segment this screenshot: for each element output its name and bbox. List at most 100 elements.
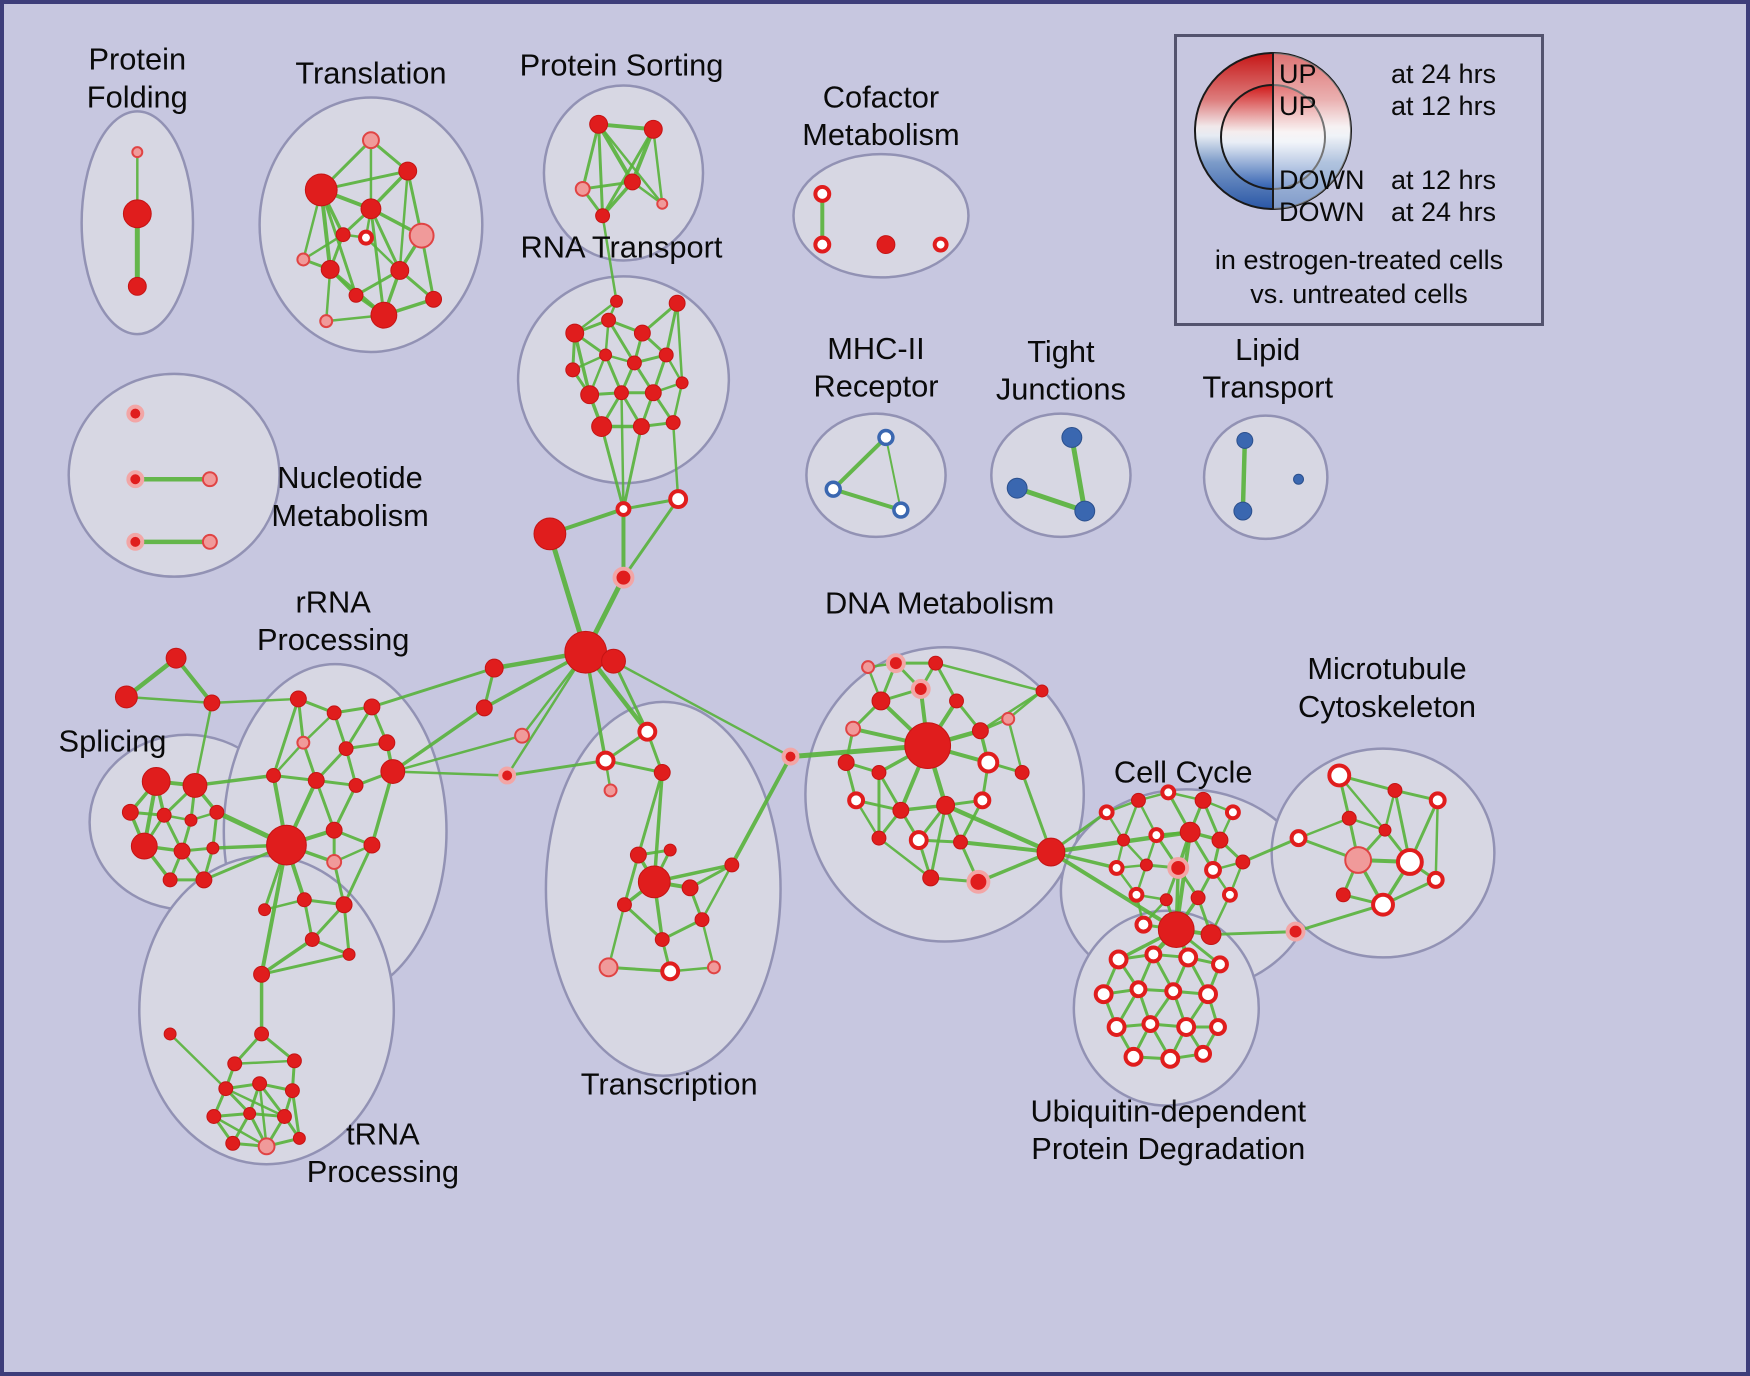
node-rr2[interactable] bbox=[363, 698, 381, 716]
node-ccb[interactable] bbox=[1036, 837, 1066, 867]
node-cc14[interactable] bbox=[1128, 886, 1145, 903]
node-cf2[interactable] bbox=[876, 235, 896, 255]
node-dm1[interactable] bbox=[910, 679, 931, 699]
node-tc2[interactable] bbox=[653, 764, 671, 781]
node-tn12[interactable] bbox=[257, 1137, 276, 1156]
node-rr5[interactable] bbox=[378, 734, 396, 752]
node-ub13[interactable] bbox=[1160, 1048, 1181, 1069]
node-hub2[interactable] bbox=[601, 648, 626, 674]
node-rt7[interactable] bbox=[658, 347, 674, 363]
node-hb1[interactable] bbox=[668, 489, 689, 510]
node-ps3[interactable] bbox=[623, 173, 641, 191]
node-dm5[interactable] bbox=[845, 720, 862, 737]
node-mc9[interactable] bbox=[1426, 870, 1445, 889]
node-mc10[interactable] bbox=[1289, 829, 1308, 848]
node-tn5[interactable] bbox=[218, 1081, 234, 1097]
node-cc11[interactable] bbox=[1167, 857, 1190, 879]
node-dm2[interactable] bbox=[949, 693, 964, 709]
node-pf0[interactable] bbox=[131, 146, 144, 159]
node-i0[interactable] bbox=[484, 658, 504, 678]
node-cc3[interactable] bbox=[1194, 791, 1212, 809]
node-dm10[interactable] bbox=[977, 751, 1000, 774]
node-tn8[interactable] bbox=[206, 1109, 222, 1124]
node-rr16[interactable] bbox=[304, 932, 320, 947]
node-ub5[interactable] bbox=[1129, 980, 1148, 999]
node-ub2[interactable] bbox=[1178, 947, 1199, 968]
node-dm15[interactable] bbox=[973, 791, 992, 810]
node-tc8[interactable] bbox=[681, 879, 699, 897]
node-mc2[interactable] bbox=[1428, 791, 1447, 810]
node-tj1[interactable] bbox=[1006, 477, 1028, 499]
node-tc6[interactable] bbox=[663, 843, 677, 857]
node-tj2[interactable] bbox=[1074, 500, 1096, 522]
node-tc1[interactable] bbox=[595, 750, 616, 771]
node-mc7[interactable] bbox=[1335, 887, 1351, 903]
node-rt4[interactable] bbox=[565, 362, 581, 378]
node-sp1[interactable] bbox=[182, 773, 208, 798]
node-ps0[interactable] bbox=[589, 114, 609, 134]
node-rr17[interactable] bbox=[342, 947, 356, 961]
node-dm22[interactable] bbox=[861, 660, 875, 675]
node-dm13[interactable] bbox=[892, 801, 910, 819]
node-mc5[interactable] bbox=[1344, 846, 1373, 874]
node-dm0[interactable] bbox=[871, 691, 891, 711]
node-sp3[interactable] bbox=[156, 807, 172, 823]
node-tr2[interactable] bbox=[398, 161, 418, 181]
node-dm21[interactable] bbox=[1035, 684, 1049, 698]
node-cc16[interactable] bbox=[1190, 890, 1206, 906]
node-ps5[interactable] bbox=[656, 197, 669, 210]
node-cf0[interactable] bbox=[813, 184, 832, 203]
node-mc0[interactable] bbox=[1327, 763, 1352, 788]
node-tc0[interactable] bbox=[637, 721, 658, 742]
node-rt3[interactable] bbox=[668, 294, 686, 312]
node-tc14[interactable] bbox=[706, 960, 721, 975]
node-tr13[interactable] bbox=[319, 314, 334, 329]
node-tn7[interactable] bbox=[284, 1083, 300, 1099]
node-ub1[interactable] bbox=[1144, 945, 1163, 964]
node-ub11[interactable] bbox=[1209, 1018, 1227, 1036]
node-ub14[interactable] bbox=[1194, 1044, 1213, 1063]
node-dm17[interactable] bbox=[953, 834, 968, 850]
node-ft2[interactable] bbox=[203, 694, 221, 712]
node-tc12[interactable] bbox=[598, 957, 619, 978]
node-dm9[interactable] bbox=[871, 765, 887, 780]
node-cc4[interactable] bbox=[1224, 804, 1241, 821]
node-tc5[interactable] bbox=[629, 846, 647, 864]
node-tr6[interactable] bbox=[296, 252, 311, 267]
node-cf1[interactable] bbox=[813, 235, 832, 254]
node-nm4[interactable] bbox=[201, 533, 218, 550]
node-dm4[interactable] bbox=[928, 655, 944, 671]
node-tr8[interactable] bbox=[408, 222, 435, 249]
node-cc5[interactable] bbox=[1117, 833, 1131, 847]
node-sp6[interactable] bbox=[130, 832, 158, 860]
node-ub10[interactable] bbox=[1176, 1017, 1197, 1037]
node-rr0[interactable] bbox=[289, 690, 307, 708]
node-rt9[interactable] bbox=[614, 385, 629, 401]
node-b0[interactable] bbox=[781, 747, 800, 766]
node-rr13[interactable] bbox=[363, 836, 381, 854]
node-lt2[interactable] bbox=[1293, 473, 1304, 485]
node-cc17[interactable] bbox=[1221, 886, 1238, 903]
node-cc15[interactable] bbox=[1159, 893, 1173, 907]
node-tc7[interactable] bbox=[637, 865, 671, 899]
node-tn1[interactable] bbox=[163, 1027, 177, 1041]
node-tr7[interactable] bbox=[320, 260, 340, 279]
node-cc7[interactable] bbox=[1179, 821, 1201, 843]
node-rt15[interactable] bbox=[610, 294, 623, 308]
node-mc8[interactable] bbox=[1371, 892, 1395, 917]
node-tc9[interactable] bbox=[617, 897, 632, 913]
node-ub7[interactable] bbox=[1198, 984, 1218, 1005]
node-ub0[interactable] bbox=[1108, 949, 1129, 970]
node-hub[interactable] bbox=[564, 630, 608, 674]
node-i4[interactable] bbox=[498, 766, 517, 785]
node-dm16[interactable] bbox=[908, 830, 929, 851]
node-dm7[interactable] bbox=[1001, 711, 1016, 726]
node-tr5[interactable] bbox=[358, 229, 374, 246]
node-ub4[interactable] bbox=[1093, 984, 1114, 1005]
node-tc15[interactable] bbox=[724, 857, 740, 873]
node-rt10[interactable] bbox=[644, 384, 662, 402]
node-ub12[interactable] bbox=[1123, 1046, 1144, 1067]
node-cf3[interactable] bbox=[932, 236, 949, 253]
node-dm11[interactable] bbox=[1014, 765, 1030, 780]
node-pf2[interactable] bbox=[127, 276, 147, 296]
